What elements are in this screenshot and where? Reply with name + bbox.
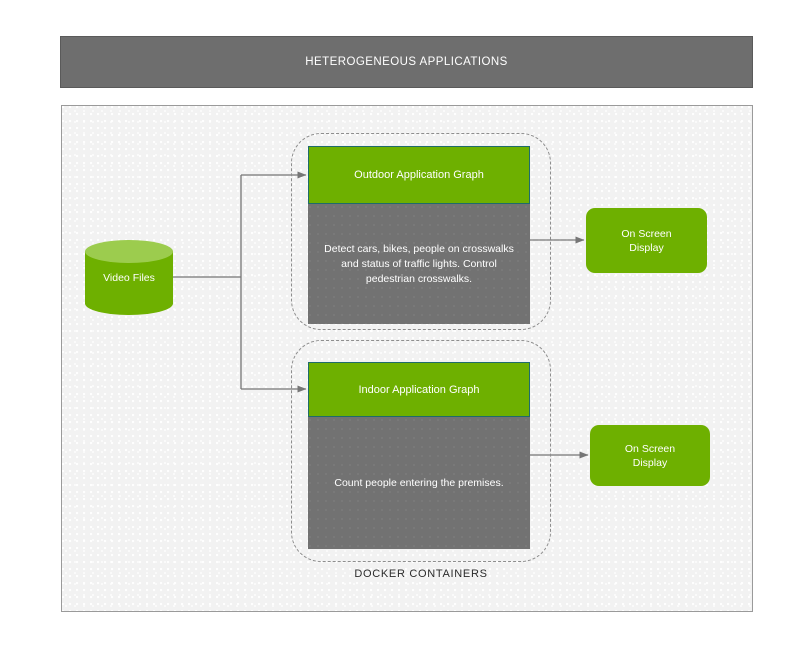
docker-group-outdoor bbox=[291, 133, 551, 330]
on-screen-display-outdoor[interactable]: On Screen Display bbox=[586, 208, 707, 273]
osd-indoor-line2: Display bbox=[632, 456, 668, 469]
on-screen-display-indoor[interactable]: On Screen Display bbox=[590, 425, 710, 486]
on-screen-display-indoor-label: On Screen Display bbox=[625, 442, 675, 470]
on-screen-display-outdoor-label: On Screen Display bbox=[621, 227, 671, 255]
outdoor-description: Detect cars, bikes, people on crosswalks… bbox=[324, 242, 514, 285]
outdoor-application-body: Detect cars, bikes, people on crosswalks… bbox=[308, 204, 530, 324]
indoor-application-card[interactable]: Indoor Application Graph Count people en… bbox=[308, 362, 530, 549]
indoor-application-graph-label: Indoor Application Graph bbox=[358, 383, 480, 396]
video-files-label: Video Files bbox=[103, 271, 155, 284]
docker-group-indoor bbox=[291, 340, 551, 562]
osd-indoor-line1: On Screen bbox=[624, 442, 676, 455]
header-bar: HETEROGENEOUS APPLICATIONS bbox=[60, 36, 753, 88]
indoor-description: Count people entering the premises. bbox=[334, 476, 504, 489]
outdoor-application-graph-label: Outdoor Application Graph bbox=[354, 169, 484, 181]
indoor-application-body: Count people entering the premises. bbox=[308, 417, 530, 549]
docker-containers-caption: DOCKER CONTAINERS bbox=[354, 568, 488, 580]
video-files-node[interactable]: Video Files bbox=[85, 240, 173, 315]
osd-outdoor-line2: Display bbox=[629, 241, 664, 254]
cylinder-bottom-ellipse-icon bbox=[85, 292, 173, 315]
cylinder-top-ellipse-icon bbox=[85, 240, 173, 263]
outdoor-application-graph-header[interactable]: Outdoor Application Graph bbox=[308, 146, 530, 204]
header-title: HETEROGENEOUS APPLICATIONS bbox=[305, 56, 508, 68]
outdoor-application-card[interactable]: Outdoor Application Graph Detect cars, b… bbox=[308, 146, 530, 324]
osd-outdoor-line1: On Screen bbox=[621, 227, 672, 240]
indoor-application-graph-header[interactable]: Indoor Application Graph bbox=[308, 362, 530, 417]
